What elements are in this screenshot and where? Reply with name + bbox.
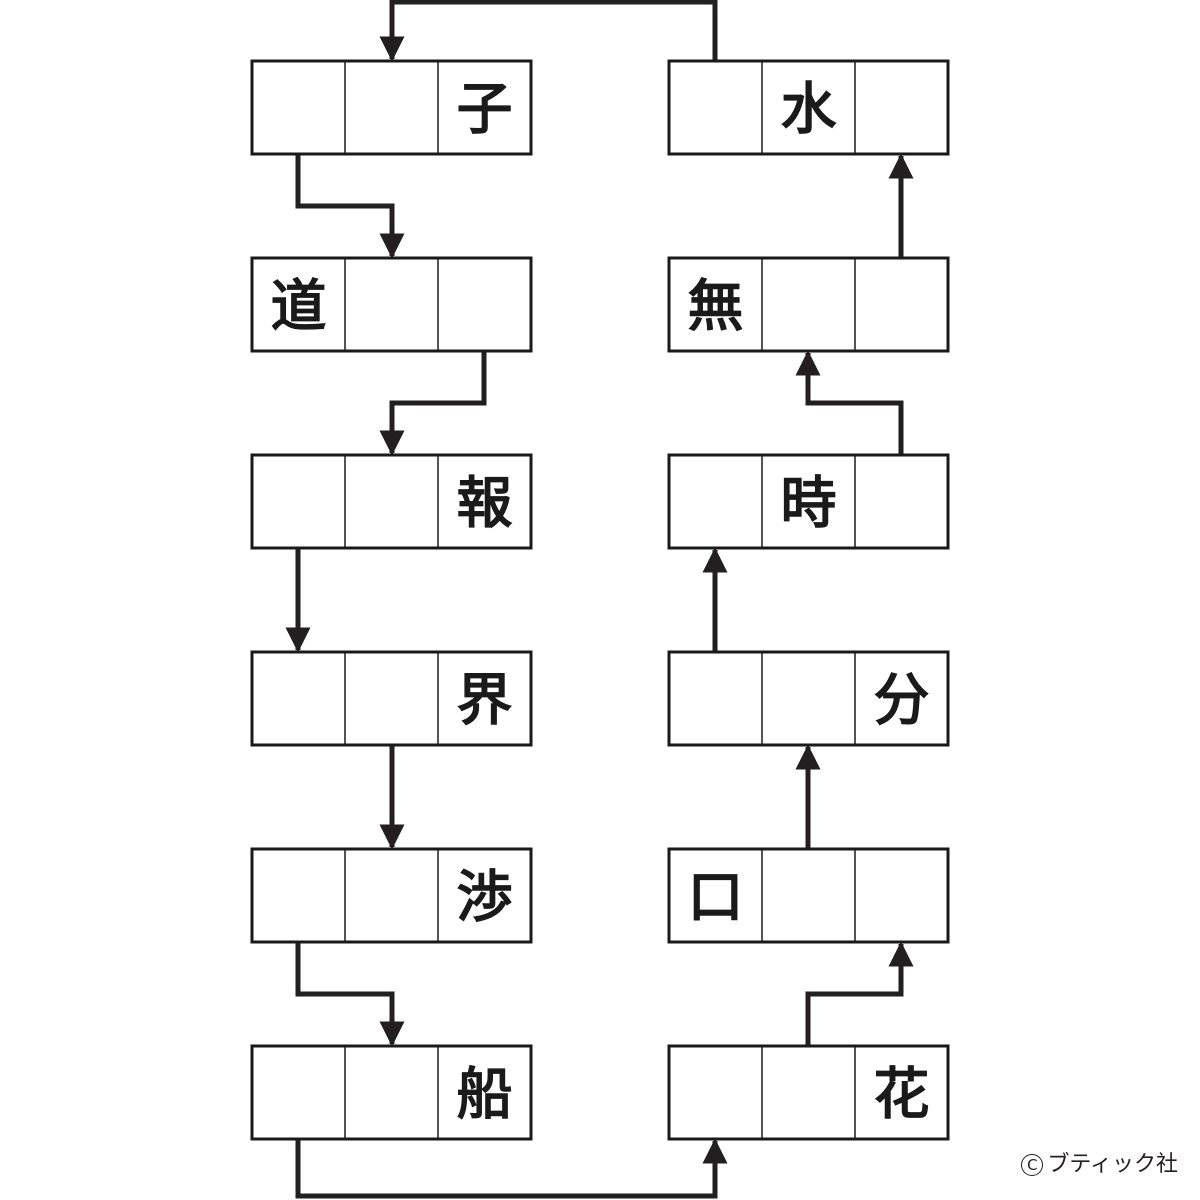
connector-r1-to-l1-arrow <box>379 0 718 62</box>
blank-answer-cell[interactable] <box>348 655 435 742</box>
blank-answer-cell[interactable] <box>348 1049 435 1136</box>
connector-group <box>285 0 914 1199</box>
connector-l6-to-r6-arrow <box>295 1138 728 1199</box>
box-outline <box>667 1044 950 1141</box>
blank-answer-cell[interactable] <box>255 655 342 742</box>
box-outline <box>667 847 950 944</box>
blank-answer-cell[interactable] <box>348 64 435 151</box>
blank-answer-cell[interactable] <box>441 261 528 348</box>
cell-character: 子 <box>457 77 513 143</box>
box-outline <box>250 847 533 944</box>
blank-answer-cell[interactable] <box>255 852 342 939</box>
box-outline <box>667 453 950 550</box>
box-outline <box>250 650 533 747</box>
cell-character: 船 <box>457 1062 513 1128</box>
blank-answer-cell[interactable] <box>672 1049 759 1136</box>
connector-r6-to-r5-arrow <box>805 941 914 1046</box>
answer-box-r1: 水 <box>667 59 950 156</box>
cell-character: 花 <box>874 1062 930 1128</box>
box-outline <box>250 59 533 156</box>
cell-character: 界 <box>457 668 513 734</box>
connector-l1-to-l2-arrow <box>295 154 405 259</box>
cell-character: 無 <box>688 274 744 340</box>
copyright-icon: C <box>1021 1154 1044 1176</box>
answer-box-l1: 子 <box>250 59 533 156</box>
blank-answer-cell[interactable] <box>348 261 435 348</box>
connector-l5-to-l6-arrow <box>295 942 405 1047</box>
blank-answer-cell[interactable] <box>255 458 342 545</box>
answer-box-l5: 渉 <box>250 847 533 944</box>
answer-box-l4: 界 <box>250 650 533 747</box>
cell-character: 時 <box>781 471 837 537</box>
cell-character: 渉 <box>457 865 513 931</box>
blank-answer-cell[interactable] <box>858 261 945 348</box>
blank-answer-cell[interactable] <box>672 458 759 545</box>
connector-r3-to-r2-arrow <box>795 350 904 455</box>
answer-box-l6: 船 <box>250 1044 533 1141</box>
answer-box-r5: 口 <box>667 847 950 944</box>
publisher-name: ブティック社 <box>1047 1152 1178 1177</box>
box-outline <box>667 650 950 747</box>
blank-answer-cell[interactable] <box>765 655 852 742</box>
cell-character: 報 <box>457 471 513 537</box>
answer-box-l2: 道 <box>250 256 533 353</box>
blank-answer-cell[interactable] <box>765 852 852 939</box>
box-outline <box>667 256 950 353</box>
answer-box-r4: 分 <box>667 650 950 747</box>
cell-character: 分 <box>874 668 930 734</box>
cell-character: 道 <box>271 274 327 340</box>
cell-character: 口 <box>688 865 744 931</box>
box-outline <box>667 59 950 156</box>
blank-answer-cell[interactable] <box>765 1049 852 1136</box>
blank-answer-cell[interactable] <box>348 458 435 545</box>
box-outline <box>250 1044 533 1141</box>
blank-answer-cell[interactable] <box>858 64 945 151</box>
blank-answer-cell[interactable] <box>858 852 945 939</box>
answer-box-l3: 報 <box>250 453 533 550</box>
answer-box-r6: 花 <box>667 1044 950 1141</box>
answer-box-r2: 無 <box>667 256 950 353</box>
blank-answer-cell[interactable] <box>858 458 945 545</box>
blank-answer-cell[interactable] <box>348 852 435 939</box>
box-outline <box>250 453 533 550</box>
blank-answer-cell[interactable] <box>255 64 342 151</box>
cell-character: 水 <box>781 77 838 143</box>
blank-answer-cell[interactable] <box>672 655 759 742</box>
answer-box-r3: 時 <box>667 453 950 550</box>
blank-answer-cell[interactable] <box>255 1049 342 1136</box>
blank-answer-cell[interactable] <box>765 261 852 348</box>
connector-l2-to-l3-arrow <box>379 351 487 456</box>
blank-answer-cell[interactable] <box>672 64 759 151</box>
box-outline <box>250 256 533 353</box>
